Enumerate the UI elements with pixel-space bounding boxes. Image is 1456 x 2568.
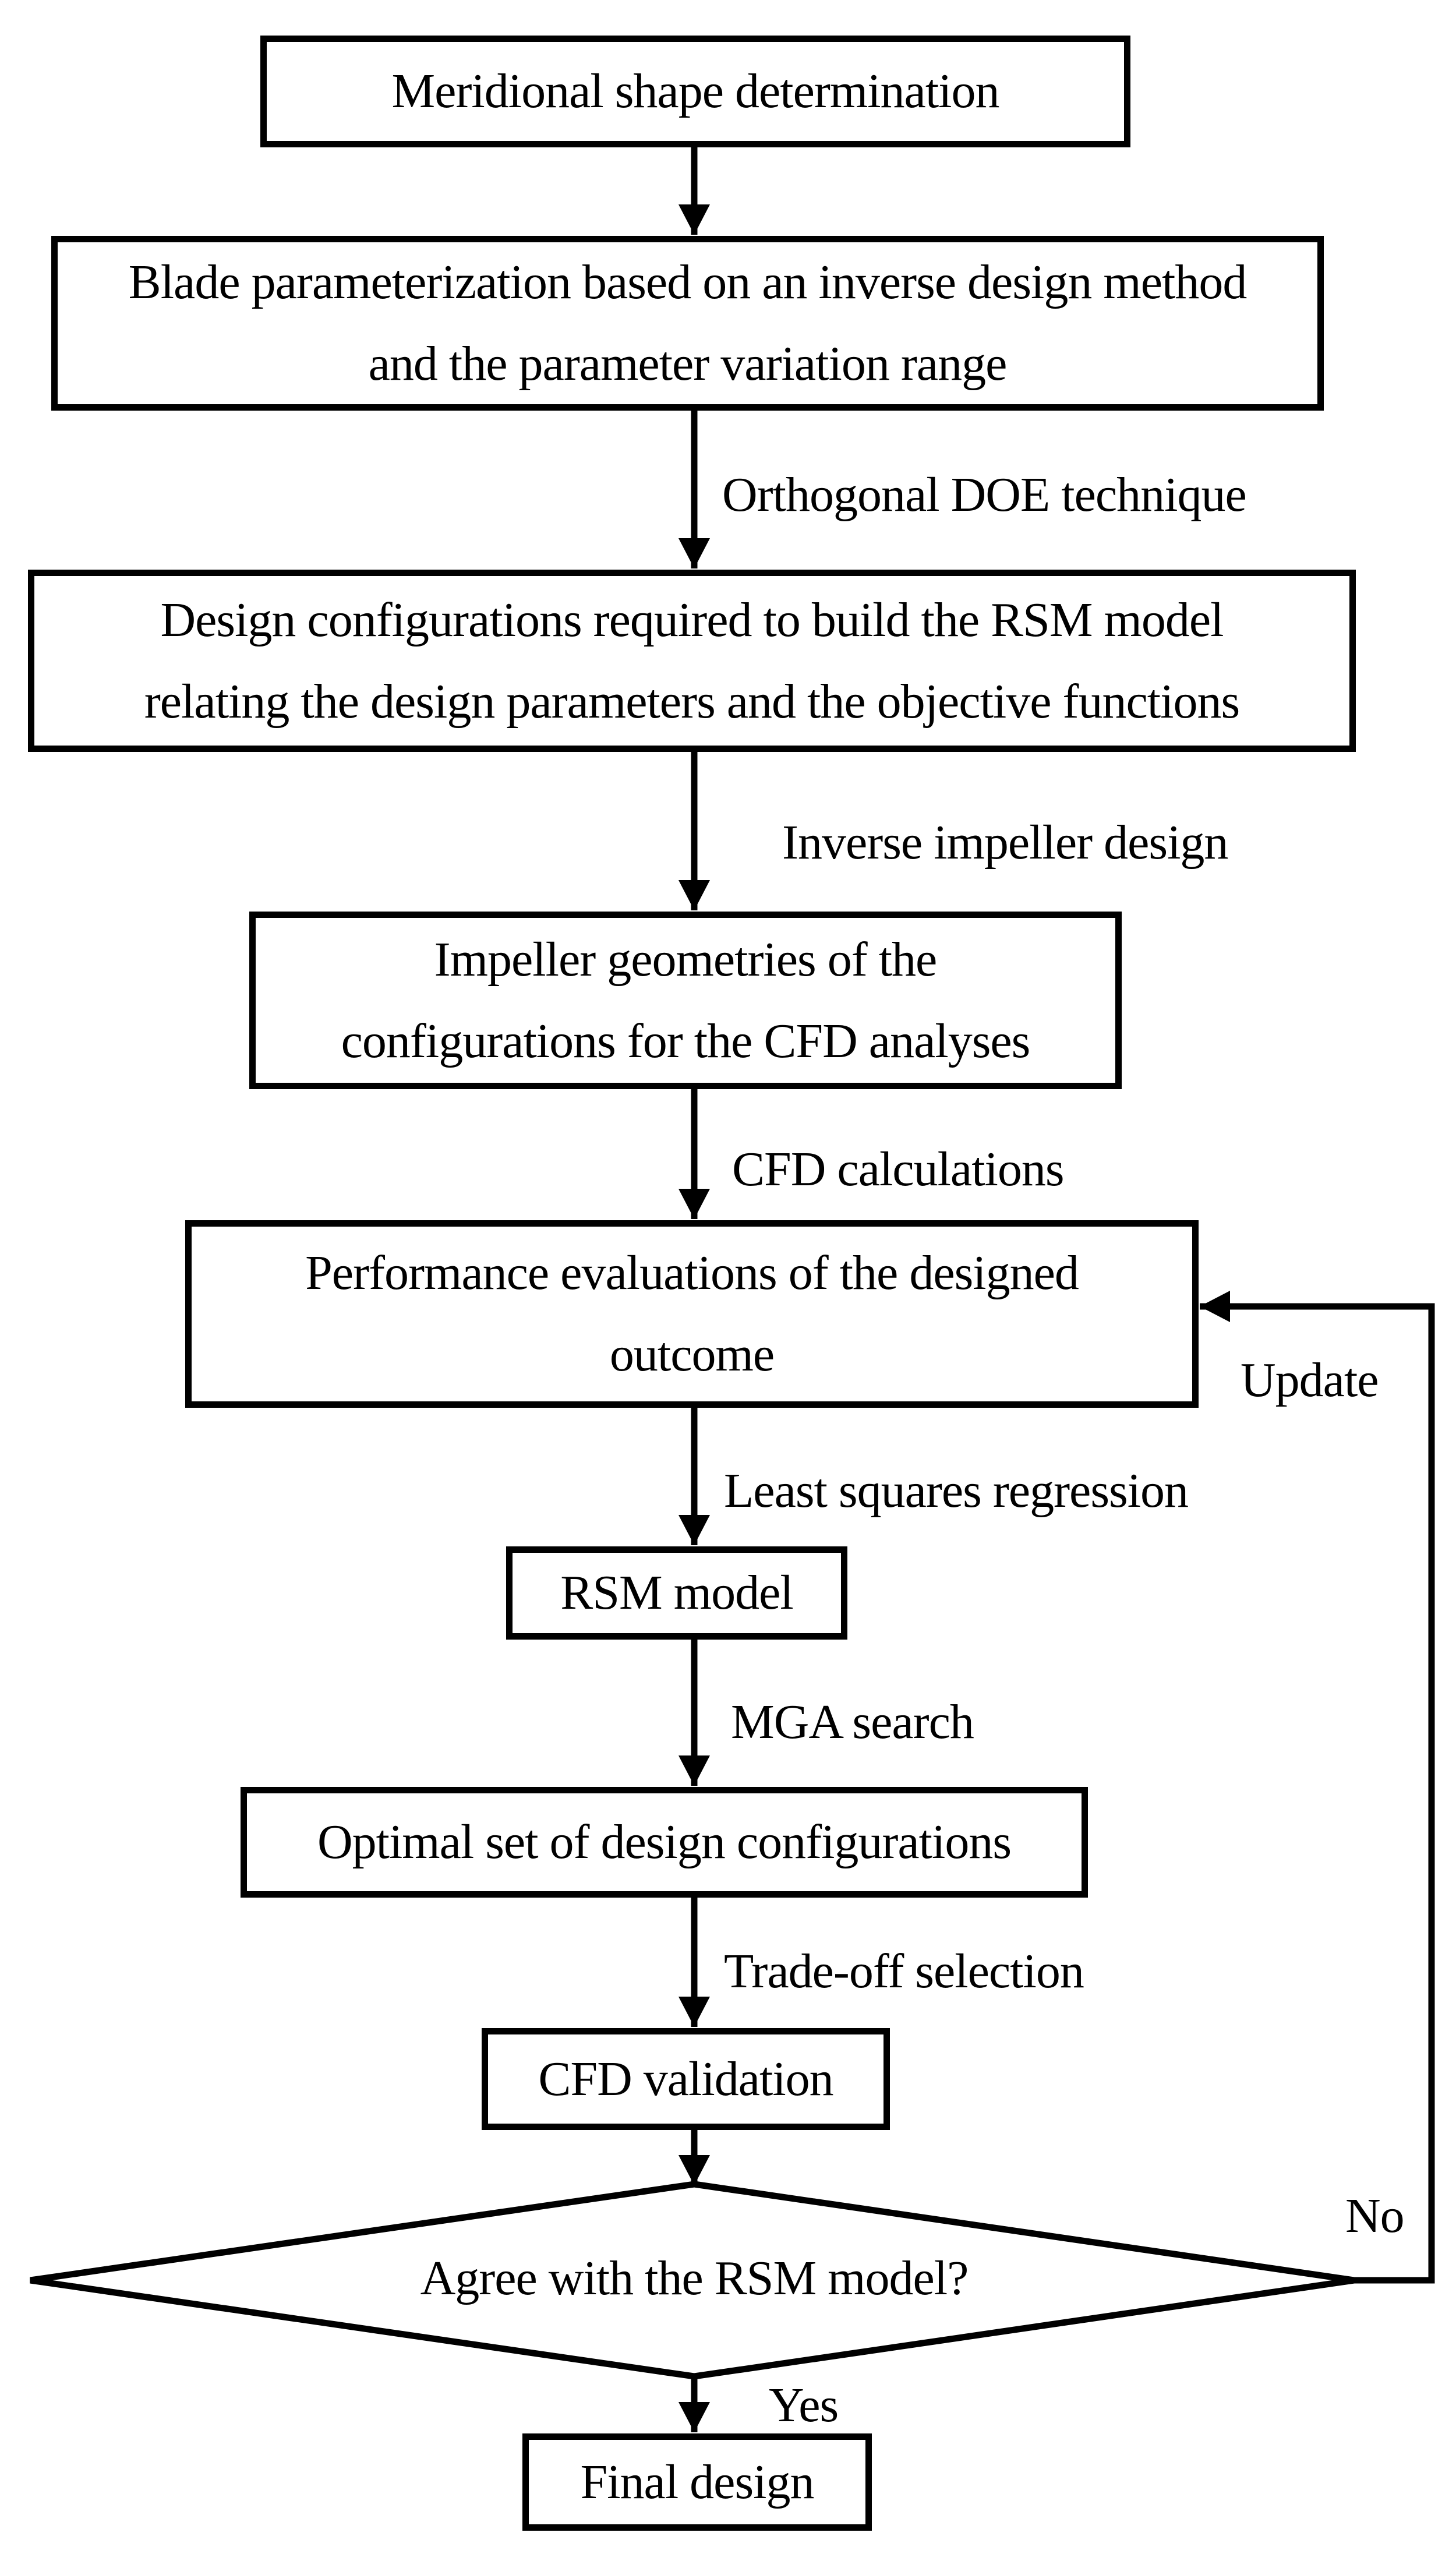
edge-label-mga-search: MGA search bbox=[731, 1695, 974, 1749]
node-label-line: outcome bbox=[609, 1327, 775, 1382]
node-optimal-set: Optimal set of design configurations bbox=[241, 1787, 1088, 1898]
node-label-line: relating the design parameters and the o… bbox=[144, 674, 1240, 729]
node-cfd-validation: CFD validation bbox=[482, 2028, 890, 2130]
node-design-configurations: Design configurations required to build … bbox=[28, 570, 1356, 752]
node-label-line: configurations for the CFD analyses bbox=[341, 1013, 1031, 1068]
node-label-line: Design configurations required to build … bbox=[160, 592, 1224, 647]
edge-label-yes: Yes bbox=[769, 2378, 839, 2432]
node-label-line: Performance evaluations of the designed bbox=[305, 1246, 1079, 1300]
node-label-line: Blade parameterization based on an inver… bbox=[128, 255, 1248, 309]
node-meridional-shape-determination: Meridional shape determination bbox=[260, 36, 1130, 147]
node-label: Optimal set of design configurations bbox=[317, 1815, 1012, 1869]
edge-label-inverse-impeller-design: Inverse impeller design bbox=[782, 815, 1228, 870]
edge-label-update: Update bbox=[1241, 1353, 1379, 1407]
decision-diamond-label: Agree with the RSM model? bbox=[420, 2251, 969, 2305]
node-final-design: Final design bbox=[522, 2433, 872, 2531]
node-label: CFD validation bbox=[538, 2051, 833, 2106]
decision-diamond-shape bbox=[30, 2181, 1355, 2380]
feedback-path-no-update bbox=[1200, 1291, 1435, 2284]
node-impeller-geometries: Impeller geometries of the configuration… bbox=[249, 912, 1122, 1089]
edge-label-orthogonal-doe-technique: Orthogonal DOE technique bbox=[722, 468, 1247, 522]
node-label-line: Impeller geometries of the bbox=[434, 932, 938, 987]
node-label: RSM model bbox=[560, 1566, 793, 1620]
edge-label-trade-off-selection: Trade-off selection bbox=[724, 1944, 1084, 1998]
edge-label-cfd-calculations: CFD calculations bbox=[732, 1142, 1065, 1196]
node-label: Final design bbox=[580, 2454, 815, 2509]
node-label: Meridional shape determination bbox=[391, 64, 999, 118]
node-rsm-model: RSM model bbox=[506, 1546, 847, 1640]
node-performance-evaluations: Performance evaluations of the designed … bbox=[185, 1220, 1199, 1408]
edge-label-least-squares-regression: Least squares regression bbox=[724, 1464, 1189, 1518]
edge-label-no: No bbox=[1345, 2189, 1405, 2243]
node-blade-parameterization: Blade parameterization based on an inver… bbox=[51, 236, 1324, 411]
node-label-line: and the parameter variation range bbox=[368, 337, 1008, 391]
